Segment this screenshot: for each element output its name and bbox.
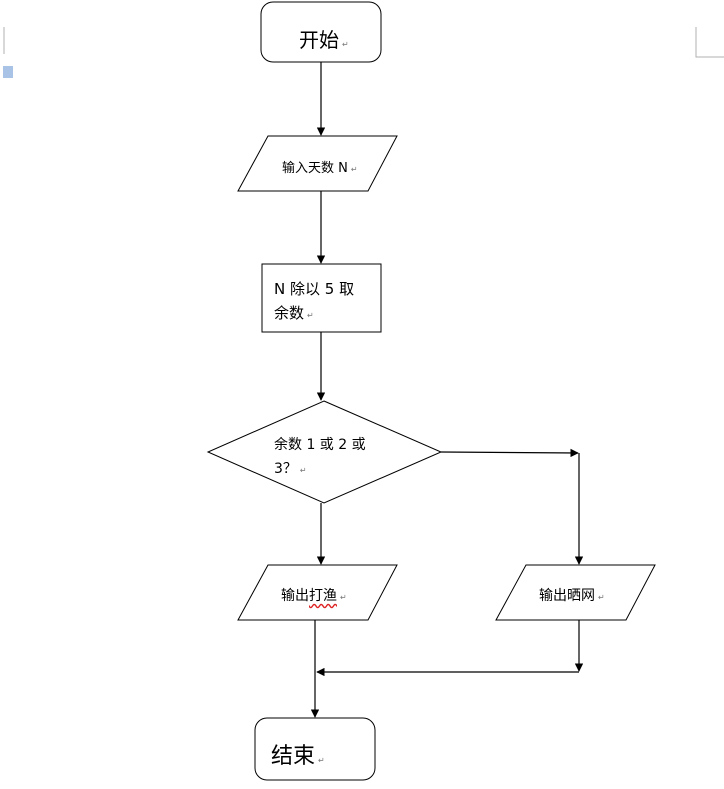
paragraph-mark: ↵: [299, 466, 307, 475]
output-fishing-label: 输出打渔↵: [281, 585, 347, 605]
output-fishing-word: 打渔: [309, 588, 337, 604]
arrow-decision-right: [440, 448, 579, 458]
decision-diamond: [206, 400, 443, 504]
paragraph-mark: ↵: [340, 593, 347, 602]
paragraph-mark: ↵: [318, 756, 325, 765]
paragraph-mark: ↵: [598, 593, 605, 602]
decision-label: 余数 1 或 2 或 3？↵: [274, 433, 366, 483]
output-fishing-parallelogram: [237, 564, 398, 621]
start-text: 开始: [299, 28, 339, 52]
paragraph-mark: ↵: [342, 40, 349, 49]
decision-text-line-2: 3？: [274, 461, 297, 477]
output-drying-text: 输出晒网: [539, 588, 595, 604]
process-label: N 除以 5 取 余数↵: [274, 277, 354, 328]
end-label: 结束↵: [271, 738, 325, 770]
end-terminal: [254, 717, 376, 781]
start-label: 开始↵: [299, 24, 349, 53]
process-text-line-1: N 除以 5 取: [274, 280, 355, 298]
end-text: 结束: [271, 744, 316, 769]
text-selection-marker: [3, 66, 13, 78]
decision-text-line-1: 余数 1 或 2 或: [274, 437, 366, 453]
output-drying-label: 输出晒网↵: [539, 585, 605, 605]
paragraph-mark: ↵: [350, 165, 358, 174]
output-fishing-prefix: 输出: [281, 588, 309, 604]
paragraph-mark: ↵: [307, 311, 314, 320]
process-text-line-2: 余数: [274, 304, 305, 322]
process-box: [261, 263, 382, 333]
input-text: 输入天数 N: [282, 161, 348, 176]
output-drying-parallelogram: [495, 564, 656, 621]
page-corner-mark-right: [695, 27, 724, 58]
input-parallelogram: [237, 135, 398, 192]
input-label: 输入天数 N↵: [282, 157, 358, 176]
